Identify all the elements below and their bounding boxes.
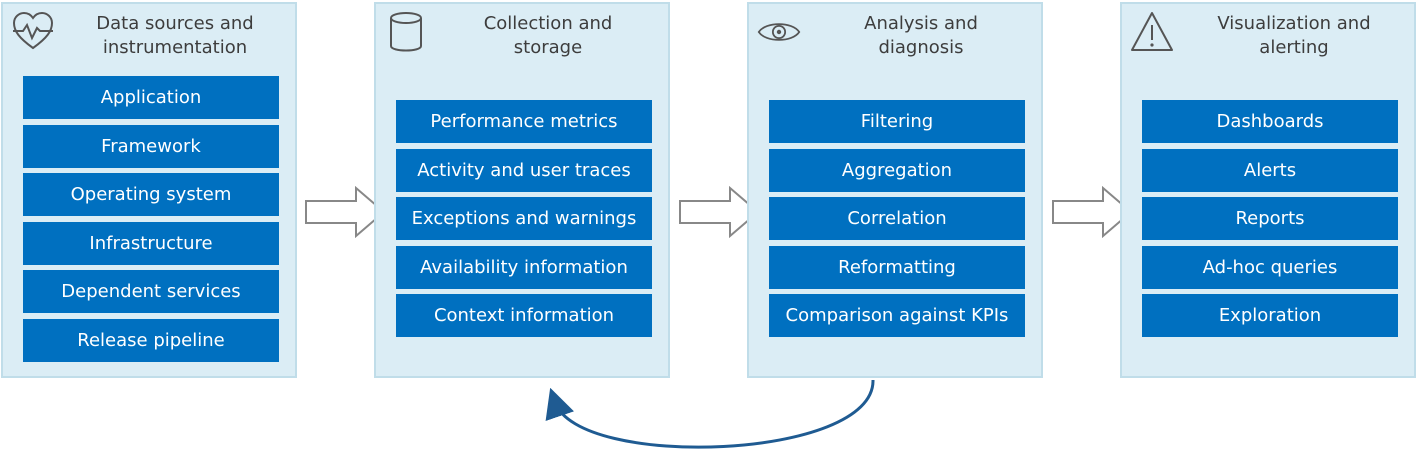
stage-title: Data sources and instrumentation — [96, 13, 254, 58]
database-icon — [390, 12, 422, 52]
list-item: Aggregation — [769, 148, 1025, 192]
stage-analysis: Analysis and diagnosis Filtering Aggrega… — [747, 2, 1043, 378]
flow-arrow-icon — [679, 186, 760, 238]
list-item: Correlation — [769, 197, 1025, 240]
flow-arrow-icon — [1052, 186, 1133, 238]
list-item: Exploration — [1142, 294, 1398, 337]
stage-items: Filtering Aggregation Correlation Reform… — [769, 100, 1025, 343]
list-item: Alerts — [1142, 148, 1398, 192]
stage-title: Collection and storage — [483, 13, 613, 58]
list-item: Dashboards — [1142, 100, 1398, 143]
list-item: Operating system — [23, 173, 279, 216]
list-item: Filtering — [769, 100, 1025, 143]
heart-monitor-icon — [12, 11, 54, 50]
list-item: Reports — [1142, 197, 1398, 240]
flow-arrow-icon — [305, 186, 386, 238]
list-item: Release pipeline — [23, 318, 279, 362]
stage-visualization: Visualization and alerting Dashboards Al… — [1120, 2, 1416, 378]
stage-items: Application Framework Operating system I… — [23, 76, 279, 367]
stage-items: Dashboards Alerts Reports Ad-hoc queries… — [1142, 100, 1398, 343]
list-item: Exceptions and warnings — [396, 197, 652, 240]
feedback-loop-arrow-icon — [545, 379, 875, 449]
list-item: Reformatting — [769, 245, 1025, 289]
list-item: Performance metrics — [396, 100, 652, 143]
list-item: Dependent services — [23, 270, 279, 313]
list-item: Framework — [23, 124, 279, 168]
stage-items: Performance metrics Activity and user tr… — [396, 100, 652, 343]
list-item: Ad-hoc queries — [1142, 245, 1398, 289]
list-item: Availability information — [396, 245, 652, 289]
warning-icon — [1131, 12, 1173, 51]
list-item: Application — [23, 76, 279, 119]
stage-title: Analysis and diagnosis — [864, 13, 978, 58]
stage-title: Visualization and alerting — [1217, 13, 1371, 58]
stage-collection: Collection and storage Performance metri… — [374, 2, 670, 378]
list-item: Infrastructure — [23, 221, 279, 265]
eye-icon — [757, 23, 801, 41]
stage-data-sources: Data sources and instrumentation Applica… — [1, 2, 297, 378]
list-item: Comparison against KPIs — [769, 294, 1025, 337]
list-item: Activity and user traces — [396, 148, 652, 192]
list-item: Context information — [396, 294, 652, 337]
